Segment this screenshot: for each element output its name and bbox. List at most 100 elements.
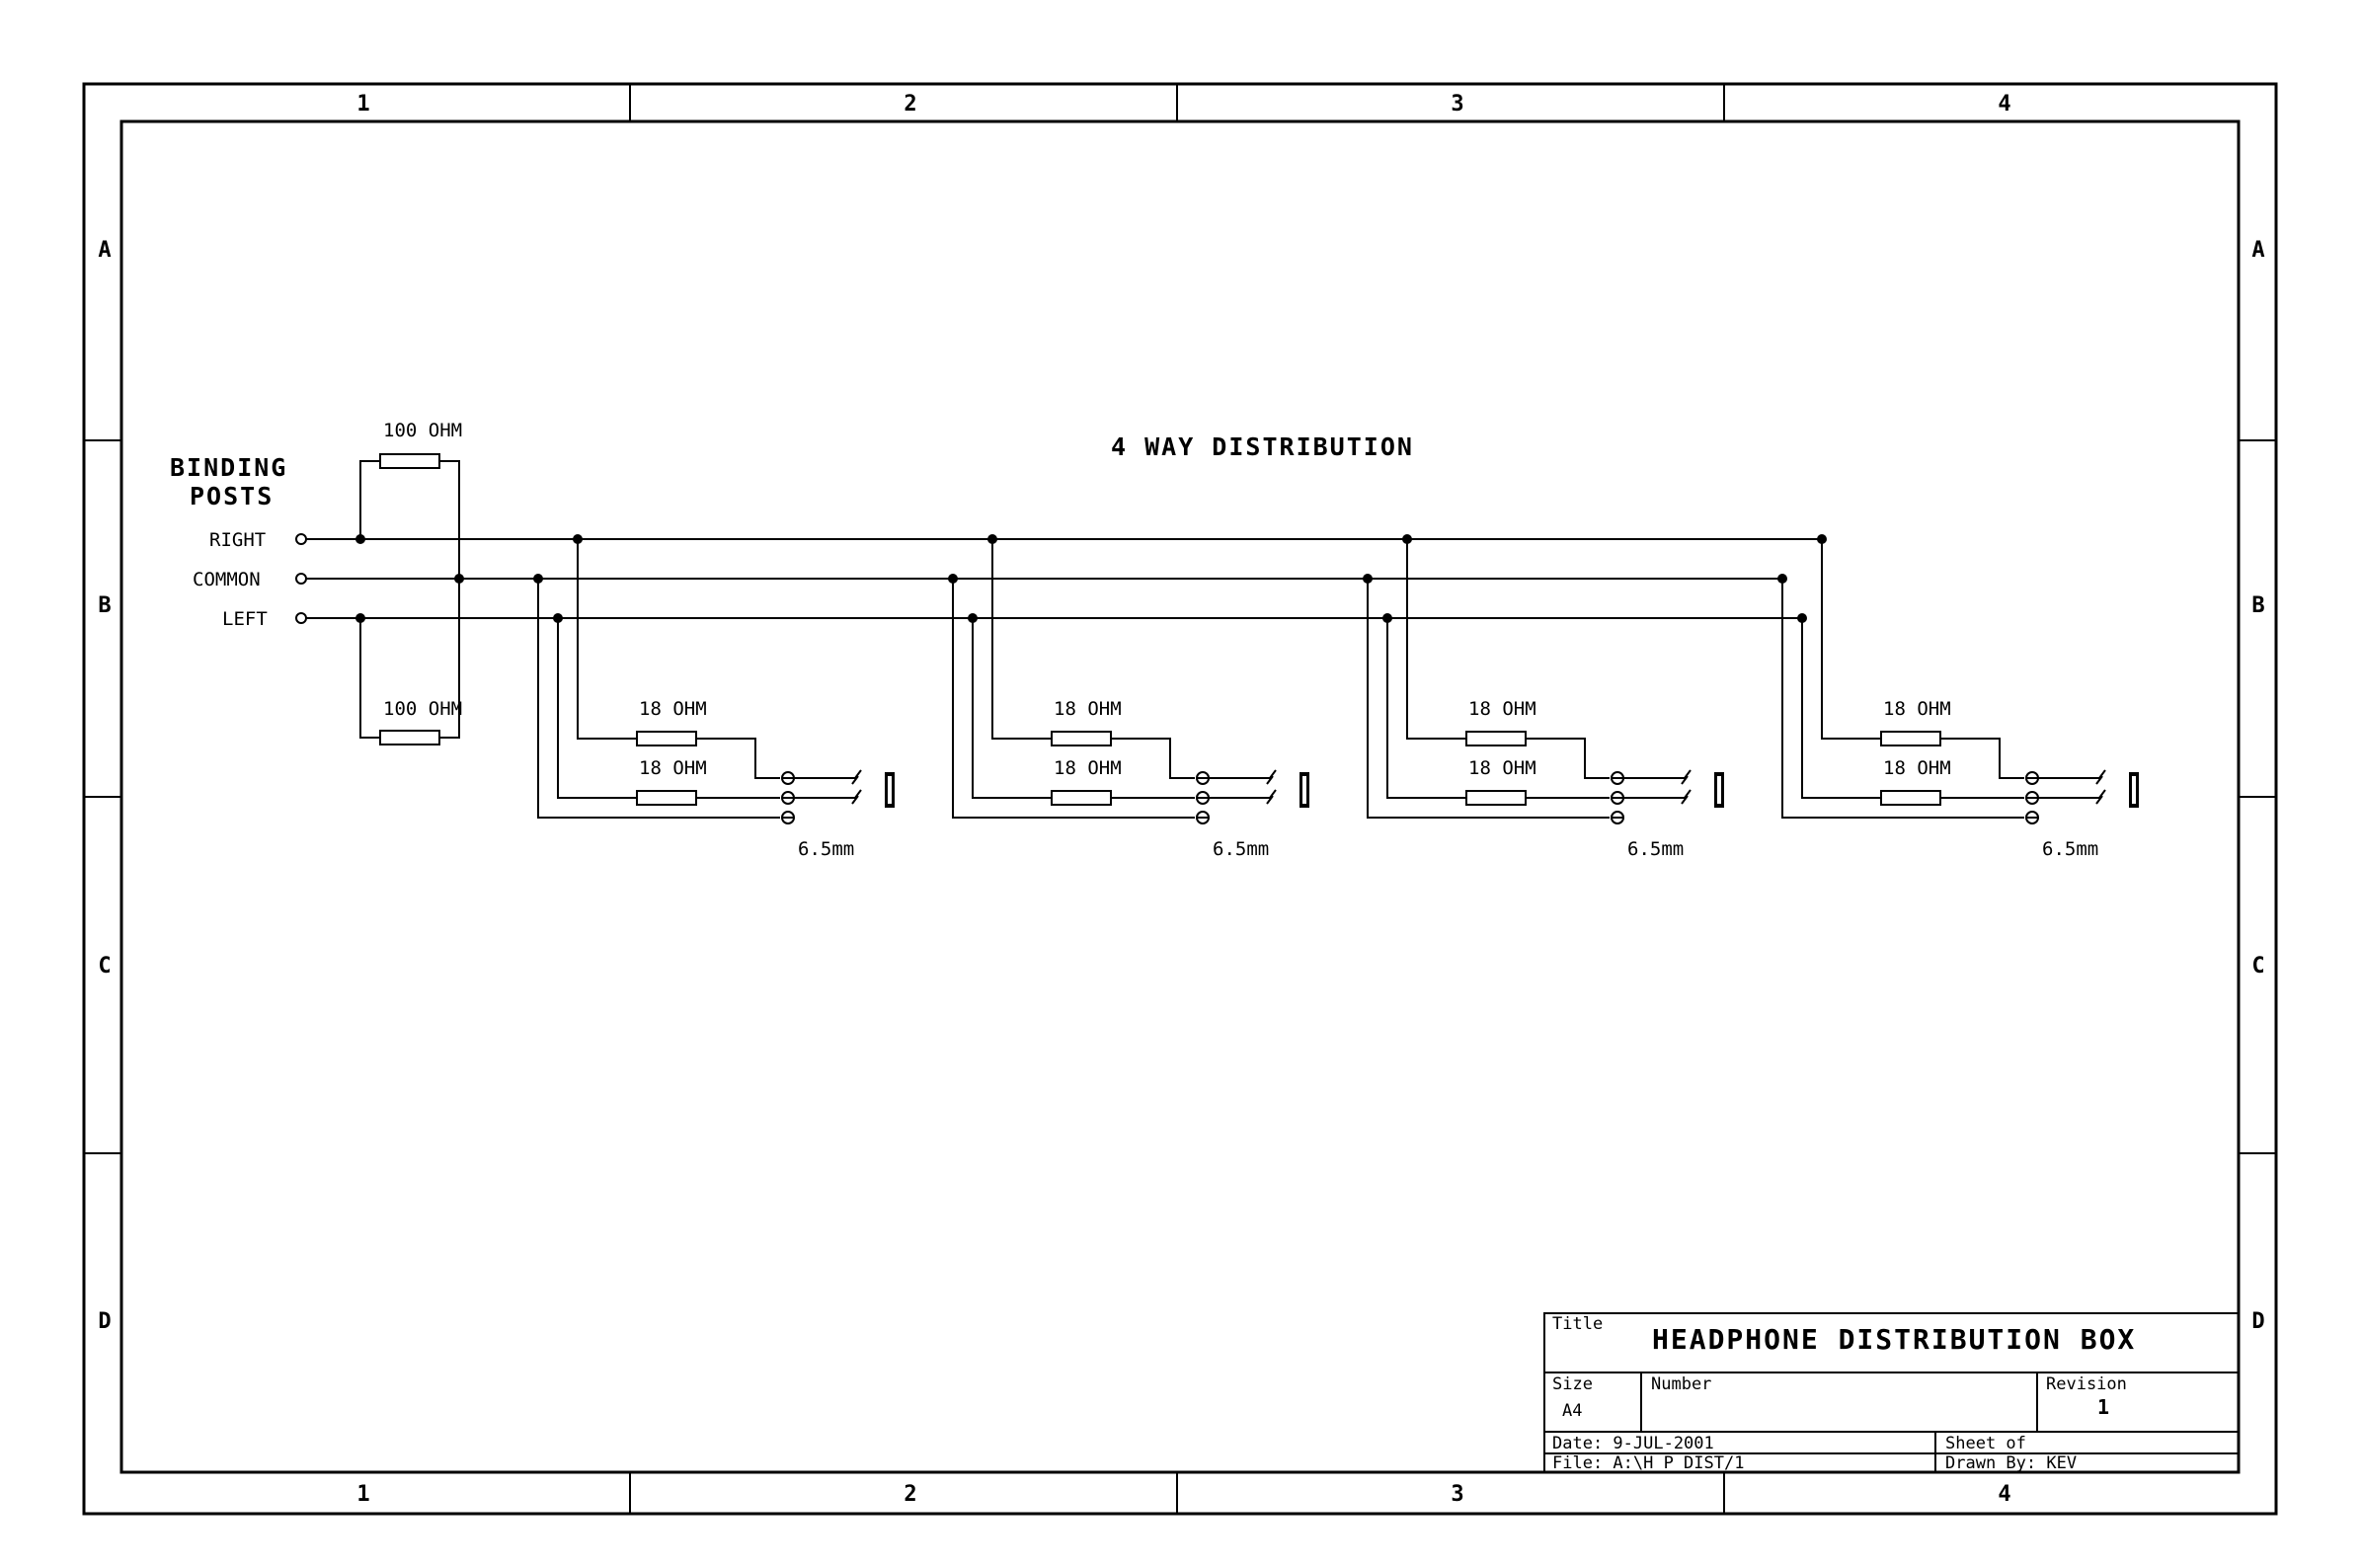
- jack-spring: [2095, 795, 2103, 805]
- outer-frame: [82, 82, 2278, 1516]
- col-label-bottom: 1: [356, 1482, 369, 1507]
- junction-dot: [1363, 574, 1373, 584]
- title-block: [1543, 1312, 2240, 1473]
- number-label: Number: [1651, 1374, 1711, 1394]
- common-wire: [537, 579, 780, 819]
- jack-spring: [794, 789, 862, 799]
- col-label-bottom: 2: [904, 1482, 916, 1507]
- col-label-bottom: 3: [1451, 1482, 1463, 1507]
- col-label-top: 3: [1451, 92, 1463, 117]
- binding-posts-label-2: POSTS: [190, 482, 274, 510]
- resistor-left-label: 18 OHM: [639, 757, 707, 779]
- common-wire: [952, 579, 1195, 819]
- junction-dot: [1382, 613, 1392, 623]
- sheet-field: Sheet of: [1945, 1434, 2026, 1453]
- col-label-top: 2: [904, 92, 916, 117]
- junction-dot: [553, 613, 563, 623]
- resistor-right-label: 18 OHM: [639, 698, 707, 720]
- jack-spring: [2038, 769, 2106, 779]
- jack-spring: [851, 795, 859, 805]
- jack-spring: [1266, 775, 1274, 785]
- common-wire: [1781, 579, 2024, 819]
- jack-spring: [1681, 795, 1689, 805]
- resistor-right: [1880, 731, 1941, 746]
- diagram-heading: 4 WAY DISTRIBUTION: [1111, 432, 1414, 461]
- junction-dot: [1817, 534, 1827, 544]
- zone-labels: 1 2 3 4 1 2 3 4 A B C D A B C D: [98, 92, 2264, 1507]
- right-wire: [1821, 539, 1881, 740]
- resistor-left-label: 18 OHM: [1883, 757, 1951, 779]
- zone-dividers: [84, 84, 2276, 1514]
- jack-body-slot: [888, 776, 892, 804]
- resistor-left: [1880, 790, 1941, 806]
- resistor-right-label: 18 OHM: [1468, 698, 1536, 720]
- file-field: File: A:\H_P_DIST/1: [1552, 1453, 1744, 1473]
- resistor-left: [636, 790, 697, 806]
- right-wire: [577, 539, 637, 740]
- jack-body-slot: [1302, 776, 1306, 804]
- junction-dot: [573, 534, 583, 544]
- row-label-right: B: [2251, 593, 2264, 618]
- input-terminals: RIGHT COMMON LEFT: [193, 529, 307, 630]
- right-wire-out: [696, 738, 780, 779]
- col-label-top: 4: [1998, 92, 2010, 117]
- resistor-bottom-label: 100 OHM: [383, 698, 462, 720]
- jack-spring: [1209, 769, 1277, 779]
- common-terminal-label: COMMON: [193, 569, 261, 590]
- junction-dot: [1402, 534, 1412, 544]
- jack-body-slot: [1717, 776, 1721, 804]
- drawn-by-field: Drawn By: KEV: [1945, 1453, 2077, 1473]
- resistor-left-label: 18 OHM: [1468, 757, 1536, 779]
- junction-dot: [533, 574, 543, 584]
- title-label: Title: [1552, 1314, 1603, 1334]
- binding-posts-label-1: BINDING: [170, 453, 287, 482]
- jack-spring: [1681, 775, 1689, 785]
- resistor-left: [1465, 790, 1527, 806]
- resistor-left: [1051, 790, 1112, 806]
- jack-size-label: 6.5mm: [798, 838, 854, 860]
- size-value: A4: [1562, 1401, 1582, 1421]
- input-resistors: [359, 453, 460, 745]
- right-wire: [991, 539, 1052, 740]
- resistor-right: [1051, 731, 1112, 746]
- jack-spring: [2038, 789, 2106, 799]
- resistor-top: [379, 453, 440, 469]
- resistor-right: [636, 731, 697, 746]
- jack-size-label: 6.5mm: [2042, 838, 2098, 860]
- jack-size-label: 6.5mm: [1627, 838, 1684, 860]
- input-junctions: [355, 534, 464, 623]
- row-label-left: A: [98, 238, 111, 263]
- left-terminal: [295, 612, 307, 624]
- revision-value: 1: [2097, 1395, 2109, 1419]
- jack-body-slot: [2132, 776, 2136, 804]
- col-label-top: 1: [356, 92, 369, 117]
- right-wire-out: [1940, 738, 2024, 779]
- right-wire-out: [1526, 738, 1610, 779]
- common-terminal: [295, 573, 307, 585]
- common-wire: [1367, 579, 1610, 819]
- resistor-right: [1465, 731, 1527, 746]
- left-wire: [972, 618, 1052, 799]
- resistor-right-label: 18 OHM: [1883, 698, 1951, 720]
- junction-dot: [987, 534, 997, 544]
- row-label-right: D: [2251, 1309, 2264, 1334]
- right-wire-out: [1111, 738, 1195, 779]
- jack-size-label: 6.5mm: [1213, 838, 1269, 860]
- row-label-right: C: [2251, 954, 2264, 979]
- title-value: HEADPHONE DISTRIBUTION BOX: [1652, 1323, 2136, 1356]
- output-channels: 18 OHM 18 OHM 6.5mm 18 OHM 18 OHM 6.5mm 18 OHM…: [533, 534, 2139, 860]
- row-label-left: B: [98, 593, 111, 618]
- col-label-bottom: 4: [1998, 1482, 2010, 1507]
- revision-label: Revision: [2046, 1374, 2127, 1394]
- jack-spring: [1266, 795, 1274, 805]
- right-wire: [1406, 539, 1466, 740]
- resistor-top-label: 100 OHM: [383, 420, 462, 441]
- junction-dot: [1777, 574, 1787, 584]
- jack-spring: [794, 769, 862, 779]
- date-field: Date: 9-JUL-2001: [1552, 1434, 1714, 1453]
- resistor-right-label: 18 OHM: [1054, 698, 1122, 720]
- junction-dot: [1797, 613, 1807, 623]
- left-terminal-label: LEFT: [222, 608, 268, 630]
- jack-spring: [2095, 775, 2103, 785]
